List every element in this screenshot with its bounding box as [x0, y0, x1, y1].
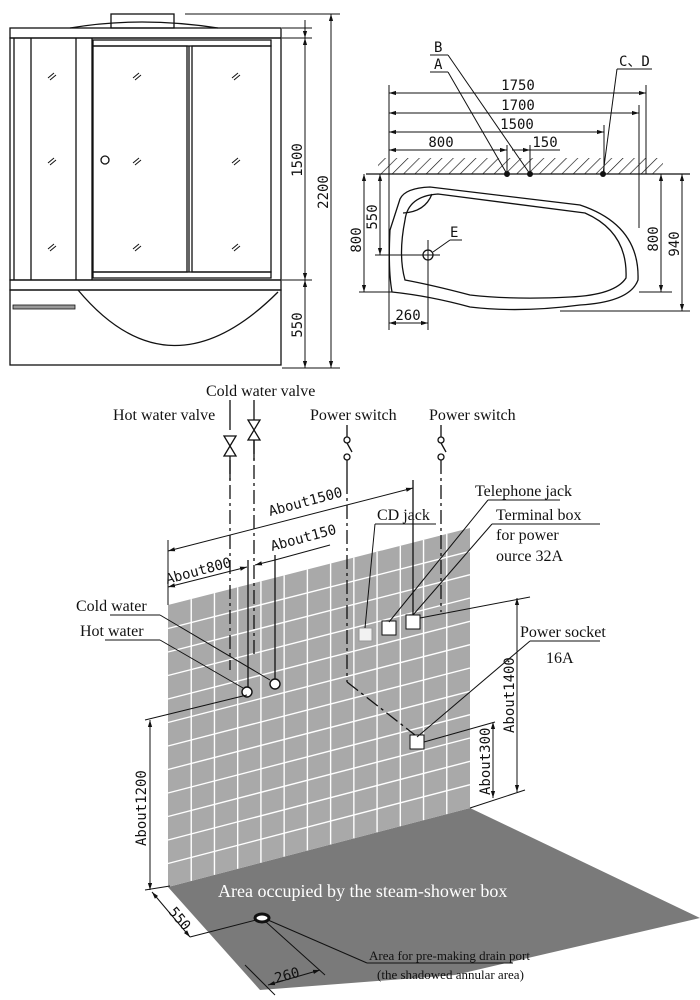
label-telephone-jack: Telephone jack [475, 483, 572, 500]
tray-base [9, 289, 282, 366]
tile-grout-horizontal [167, 713, 471, 794]
tile-grout-horizontal [167, 667, 471, 747]
installation-view: About1500 About800 About150 Cold water v… [76, 383, 700, 996]
tile-grout-horizontal [167, 690, 471, 771]
top-frame [9, 27, 282, 39]
floor-area [168, 808, 700, 990]
roof-vent [110, 13, 175, 29]
label-cd-jack: CD jack [377, 507, 430, 524]
door-handle [100, 155, 110, 165]
dim-2200: 2200 [316, 175, 332, 209]
dim-about1400: About1400 [502, 657, 518, 733]
dim-1750: 1750 [501, 78, 535, 94]
label-terminal-box-line2: for power [496, 527, 559, 544]
label-power-switch-1: Power switch [310, 407, 397, 424]
power-switch-2-icon [437, 425, 447, 461]
cold-water-valve-icon [246, 419, 262, 441]
label-hot-water-valve: Hot water valve [113, 407, 215, 424]
label-cold-water: Cold water [76, 598, 147, 615]
tile-grout-horizontal [167, 620, 471, 700]
telephone-jack-box [381, 620, 397, 636]
dim-about800: About800 [164, 555, 233, 588]
sliding-door-right [191, 45, 272, 273]
cd-jack-box [358, 627, 373, 642]
dim-about300: About300 [478, 728, 494, 795]
drain-port [253, 912, 271, 924]
dim-floor-260: 260 [273, 965, 302, 987]
dim-800-right: 800 [646, 226, 662, 251]
terminal-box [405, 614, 421, 630]
tub-outer [388, 186, 639, 311]
dim-550: 550 [290, 312, 306, 337]
tile-grout-horizontal [167, 573, 471, 653]
cold-water-outlet [269, 678, 281, 690]
hot-water-valve-icon [222, 435, 238, 457]
front-view: 1500 2200 550 [9, 13, 340, 369]
power-switch-1-icon [343, 425, 353, 480]
label-a: A [434, 57, 443, 73]
label-power-switch-2: Power switch [429, 407, 516, 424]
dim-1500: 1500 [500, 117, 534, 133]
label-e: E [450, 225, 458, 241]
power-socket-box [409, 734, 425, 750]
dim-about1200: About1200 [134, 770, 150, 846]
wall-hatch [378, 158, 663, 174]
dim-940: 940 [667, 231, 683, 256]
label-terminal-box-line3: ource 32A [496, 548, 564, 565]
tile-grout [167, 533, 471, 881]
label-drain-line1: Area for pre-making drain port [369, 948, 530, 963]
label-cd: C、D [619, 54, 650, 70]
label-floor-area: Area occupied by the steam-shower box [218, 881, 507, 901]
label-hot-water: Hot water [80, 623, 144, 640]
dim-about150: About150 [269, 522, 338, 555]
tile-grout-horizontal [167, 760, 471, 841]
label-cold-water-valve: Cold water valve [206, 383, 315, 400]
plan-view: B A C、D E 1750 1700 1500 800 150 800 550… [349, 40, 690, 330]
tile-grout-horizontal [167, 643, 471, 724]
tub-headrest [402, 193, 433, 214]
dim-550: 550 [365, 204, 381, 229]
dim-260: 260 [395, 308, 420, 324]
tub-inner [400, 193, 627, 299]
dim-800: 800 [428, 135, 453, 151]
dim-800-left: 800 [349, 227, 365, 252]
dim-about1500: About1500 [267, 485, 344, 520]
label-power-socket-16a: 16A [546, 650, 574, 667]
cabin-body [9, 37, 282, 281]
dim-1700: 1700 [501, 98, 535, 114]
tile-grout-horizontal [167, 597, 471, 677]
label-terminal-box-line1: Terminal box [496, 507, 582, 524]
label-b: B [434, 40, 442, 56]
tray-rim [9, 279, 282, 291]
tile-grout-horizontal [167, 550, 471, 630]
tray-arc [77, 289, 279, 347]
door-rail-bottom [92, 271, 272, 279]
label-drain-line2: (the shadowed annular area) [377, 967, 524, 982]
glass-marks [47, 72, 241, 252]
tile-grout-horizontal [167, 783, 471, 865]
tile-grout-horizontal [167, 737, 471, 818]
control-panel-strip [12, 304, 76, 310]
dim-1500: 1500 [290, 143, 306, 177]
roof-dome [69, 21, 219, 29]
door-rail-top [92, 39, 272, 47]
dim-150: 150 [532, 135, 557, 151]
sliding-door-left [92, 45, 188, 273]
label-power-socket: Power socket [520, 624, 606, 641]
hot-water-outlet [241, 686, 253, 698]
